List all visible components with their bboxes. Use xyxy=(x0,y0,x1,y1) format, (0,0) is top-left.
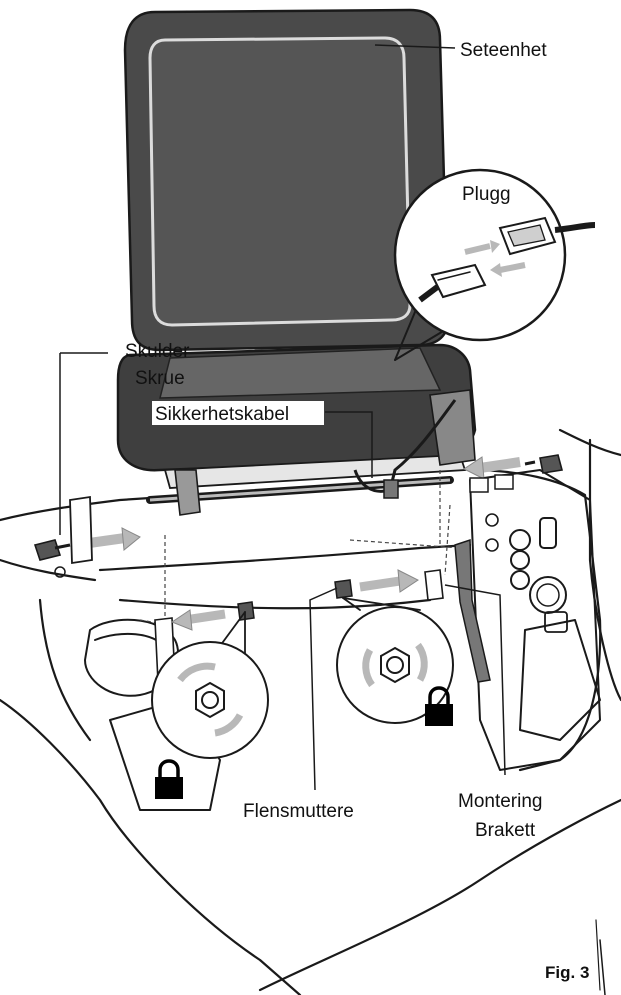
safety-cable-label-bg xyxy=(152,401,324,425)
shoulder-screw-label-line2: Skrue xyxy=(135,368,185,389)
flange-nuts-label: Flensmuttere xyxy=(243,801,354,822)
left-flange-nut xyxy=(151,601,269,799)
safety-cable-label: Sikkerhetskabel xyxy=(155,404,289,425)
plug-label: Plugg xyxy=(462,184,511,205)
seat-unit xyxy=(116,8,477,516)
mounting-bracket-label-line2: Brakett xyxy=(475,820,536,841)
female-socket xyxy=(498,216,596,256)
safety-cable xyxy=(353,399,457,499)
rotation-arrows-icon xyxy=(177,662,244,737)
mower-body xyxy=(0,428,621,995)
rotation-arrows-icon xyxy=(362,642,428,688)
right-shoulder-screw xyxy=(463,454,564,493)
lock-icon xyxy=(425,686,453,726)
leader-lines xyxy=(59,44,506,791)
mounting-bracket-label-line1: Montering xyxy=(458,791,543,812)
plug-callout: Plugg xyxy=(393,168,596,361)
figure-caption: Fig. 3 xyxy=(545,963,589,982)
seat-unit-label: Seteenhet xyxy=(460,40,547,61)
control-console xyxy=(469,469,601,771)
shoulder-screw-label-line1: Skulder xyxy=(125,341,190,362)
mounting-bracket xyxy=(454,538,491,683)
left-shoulder-screw xyxy=(33,495,141,578)
male-plug xyxy=(430,263,487,299)
right-flange-nut xyxy=(334,569,454,726)
lock-icon xyxy=(155,759,183,799)
